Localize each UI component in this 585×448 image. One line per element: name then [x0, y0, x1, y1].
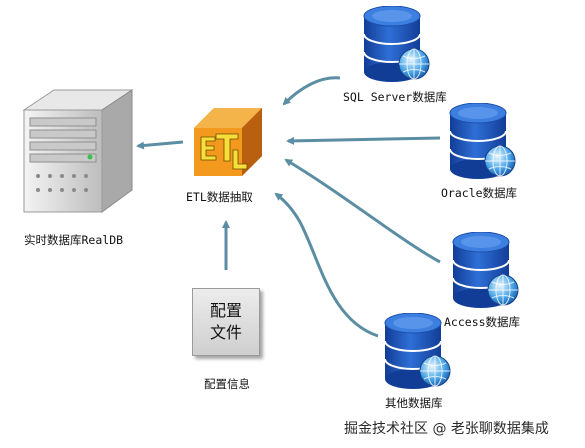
realdb-label: 实时数据库RealDB: [24, 233, 124, 247]
sql-server-label: SQL Server数据库: [343, 90, 447, 104]
other-database-icon: [384, 313, 451, 390]
access-database-icon: [452, 232, 519, 309]
arrow-other-to-etl: [274, 192, 379, 338]
sql-server-database-icon: [363, 6, 430, 83]
watermark: 掘金技术社区 @ 老张聊数据集成: [344, 421, 549, 437]
arrow-etl-to-realdb: [136, 140, 184, 150]
etl-label: ETL数据抽取: [186, 190, 253, 204]
oracle-label: Oracle数据库: [441, 186, 518, 200]
etl-logo-icon: [194, 108, 262, 176]
config-box-line1: 配置: [209, 301, 242, 320]
arrow-access-to-etl: [284, 158, 441, 264]
config-file-box: 配置 文件: [192, 288, 260, 356]
arrow-oracle-to-etl: [286, 136, 441, 145]
config-box-line2: 文件: [209, 323, 242, 342]
server-icon: [22, 89, 134, 213]
arrow-sql-to-etl: [282, 76, 341, 106]
access-label: Access数据库: [444, 315, 521, 329]
other-database-label: 其他数据库: [385, 396, 443, 410]
oracle-database-icon: [449, 103, 516, 180]
config-info-label: 配置信息: [204, 377, 250, 391]
